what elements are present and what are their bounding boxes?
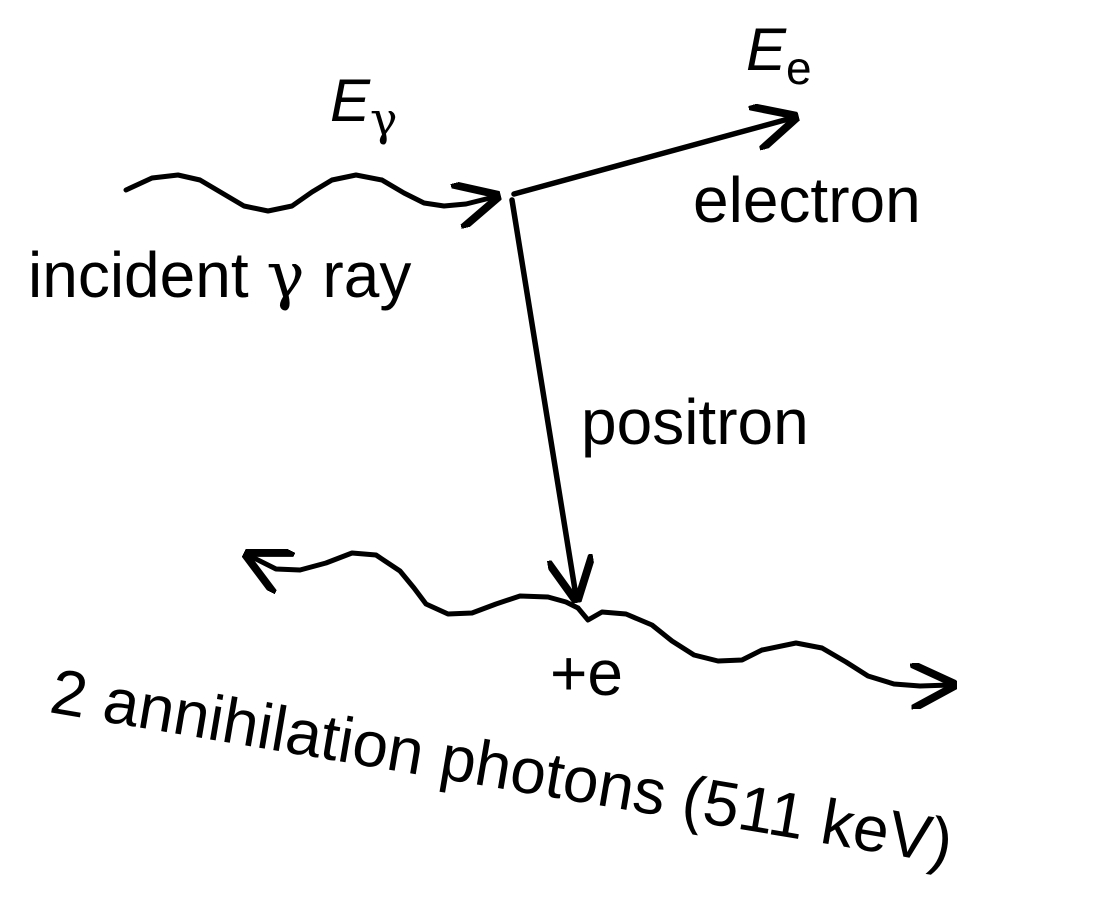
positron-track (509, 197, 576, 596)
energy-gamma-label: Eγ (330, 67, 398, 146)
positron-label: positron (581, 386, 809, 458)
incident-gamma-ray-wave (123, 172, 494, 211)
incident-gamma-ray-label: incident γ ray (28, 239, 411, 313)
annihilation-photons-label: 2 annihilation photons (511 keV) (46, 655, 958, 878)
electron-label: electron (693, 164, 921, 236)
electron-track (511, 118, 792, 197)
energy-electron-label: Ee (746, 16, 812, 94)
annihilation-photon-right (575, 605, 950, 686)
annihilation-photon-left (250, 553, 581, 617)
plus-e-label: +e (550, 637, 623, 709)
